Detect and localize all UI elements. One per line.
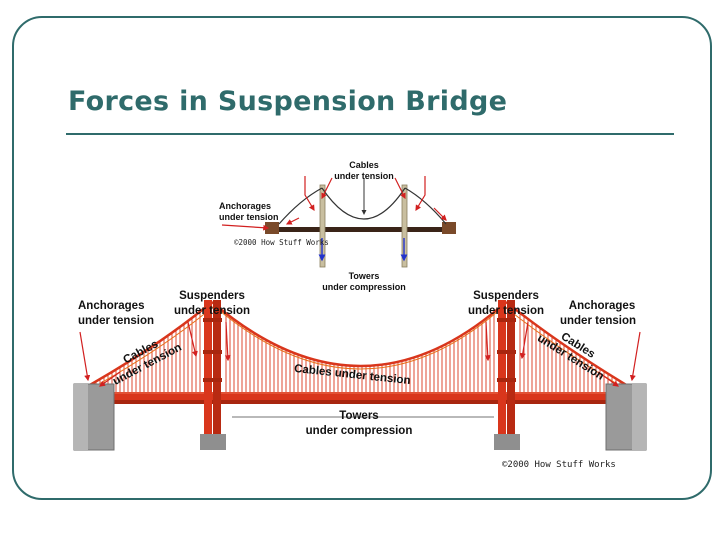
right-suspenders-label-line2: under tension xyxy=(468,305,544,317)
left-anchorages-label-line1: Anchorages xyxy=(78,300,144,312)
arrow-left-anchorage xyxy=(79,331,91,382)
left-side-cable xyxy=(87,301,213,388)
left-suspenders-label-line2: under tension xyxy=(174,305,250,317)
top-left-cable xyxy=(278,187,323,225)
top-arrow-cable-right xyxy=(394,177,406,200)
top-anchorages-label-line1: Anchorages xyxy=(219,201,271,211)
right-tower xyxy=(494,300,520,450)
top-main-cable xyxy=(321,187,406,220)
arrow-left-cables xyxy=(99,371,121,387)
left-anchorages-label-line2: under tension xyxy=(78,315,154,327)
slide-title: Forces in Suspension Bridge xyxy=(68,86,508,117)
top-arrow-left-backstay xyxy=(304,176,315,212)
arrow-left-suspenders-2 xyxy=(224,321,231,362)
top-arrow-anchorage-right xyxy=(433,207,447,221)
bottom-copyright: ©2000 How Stuff Works xyxy=(502,460,616,470)
top-cables-label-line1: Cables xyxy=(349,160,379,170)
main-bridge: Anchorages under tension Suspenders unde… xyxy=(73,290,647,470)
top-copyright: ©2000 How Stuff Works xyxy=(234,238,329,247)
bridge-deck xyxy=(86,392,632,400)
arrow-right-suspenders-2 xyxy=(519,321,529,360)
suspender-cables xyxy=(95,311,621,393)
top-right-tower xyxy=(401,184,408,268)
arrow-right-suspenders-1 xyxy=(484,321,491,362)
top-right-anchor-block xyxy=(442,222,456,234)
top-arrow-anchorage xyxy=(221,224,270,231)
right-suspenders-label-line1: Suspenders xyxy=(473,290,539,302)
top-towers-label-line2: under compression xyxy=(322,282,406,292)
top-arrow-cable-left xyxy=(321,177,333,200)
left-suspenders-label-line1: Suspenders xyxy=(179,290,245,302)
top-deck xyxy=(265,227,455,232)
bridge-deck-truss xyxy=(86,400,632,404)
main-span-cable xyxy=(211,301,507,368)
slide-frame xyxy=(12,16,712,500)
top-diagram: Cables under tension Anchorages under te… xyxy=(219,160,456,292)
arrow-right-cables xyxy=(597,371,619,387)
right-anchorages-label-line2: under tension xyxy=(560,315,636,327)
main-span-cable-2 xyxy=(213,305,505,370)
towers-label-line2: under compression xyxy=(306,425,413,437)
left-side-cable-2 xyxy=(91,305,215,389)
right-side-cable xyxy=(505,301,629,388)
top-left-tower xyxy=(319,184,326,268)
arrow-right-anchorage xyxy=(629,331,641,382)
title-underline xyxy=(66,133,674,135)
top-arrow-right-backstay xyxy=(415,176,426,212)
arrow-left-suspenders-1 xyxy=(187,321,198,358)
top-towers-label-line1: Towers xyxy=(349,271,380,281)
top-arrow-anchorage-2 xyxy=(285,217,300,225)
right-anchorages-label-line1: Anchorages xyxy=(569,300,635,312)
towers-label-line1: Towers xyxy=(339,410,378,422)
top-anchorages-label-line2: under tension xyxy=(219,212,279,222)
left-tower xyxy=(200,300,226,450)
top-cables-label-line2: under tension xyxy=(334,171,394,181)
